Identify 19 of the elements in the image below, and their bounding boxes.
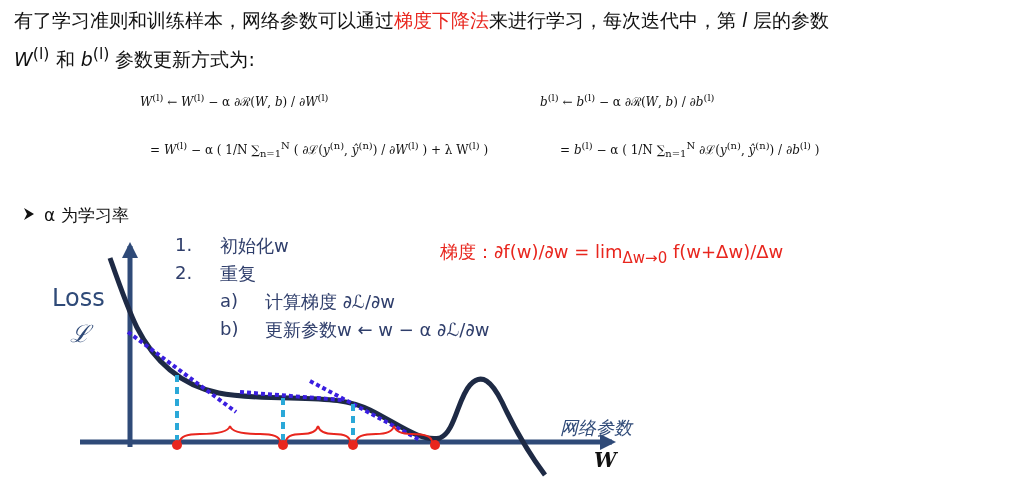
step-number: b) <box>220 318 239 339</box>
axis-label: 网络参数 <box>560 416 632 440</box>
step-text: 初始化w <box>220 234 289 258</box>
formula-text: W$^{(l)}$ ← W$^{(l)}$ − α ∂ℛ(W, b) / ∂W$^{(l)}$ <box>140 92 329 110</box>
step-text: 更新参数w ← w − α ∂ℒ/∂w <box>265 318 490 342</box>
gradient-formula: 梯度：∂f(w)/∂w = lim$_{Δw→0}$ f(w+Δw)/Δw <box>440 240 784 267</box>
formula-text: b$^{(l)}$ ← b$^{(l)}$ − α ∂ℛ(W, b) / ∂b$^{(l)}$ <box>540 92 715 110</box>
axis-label: Loss <box>52 284 105 312</box>
step-text: 计算梯度 ∂ℒ/∂w <box>265 290 396 314</box>
step-number: 1. <box>175 234 193 255</box>
axis-label: W <box>594 448 617 472</box>
step-number: a) <box>220 290 239 311</box>
step-text: 重复 <box>220 262 256 286</box>
intro-text: 有了学习准则和训练样本，网络参数可以通过梯度下降法来进行学习，每次迭代中，第 l 层的参数 <box>14 8 830 33</box>
formula-text: = b$^{(l)}$ − α ( 1/N ∑$_{n=1}$$^{N}$ ∂ℒ(y$^{(n)}$, ŷ$^{(n)}$) / ∂b$^{(l)}$ ) <box>560 140 820 160</box>
bullet-text: α 为学习率 <box>44 204 129 227</box>
intro-text: W$^{(l)}$ 和 b$^{(l)}$ 参数更新方式为: <box>14 44 255 73</box>
formula-text: = W$^{(l)}$ − α ( 1/N ∑$_{n=1}$$^{N}$ ( ∂ℒ(y$^{(n)}$, ŷ$^{(n)}$) / ∂W$^{(l)}$ ) + λ W$^{(l)}$ ) <box>150 140 489 160</box>
step-number: 2. <box>175 262 193 283</box>
